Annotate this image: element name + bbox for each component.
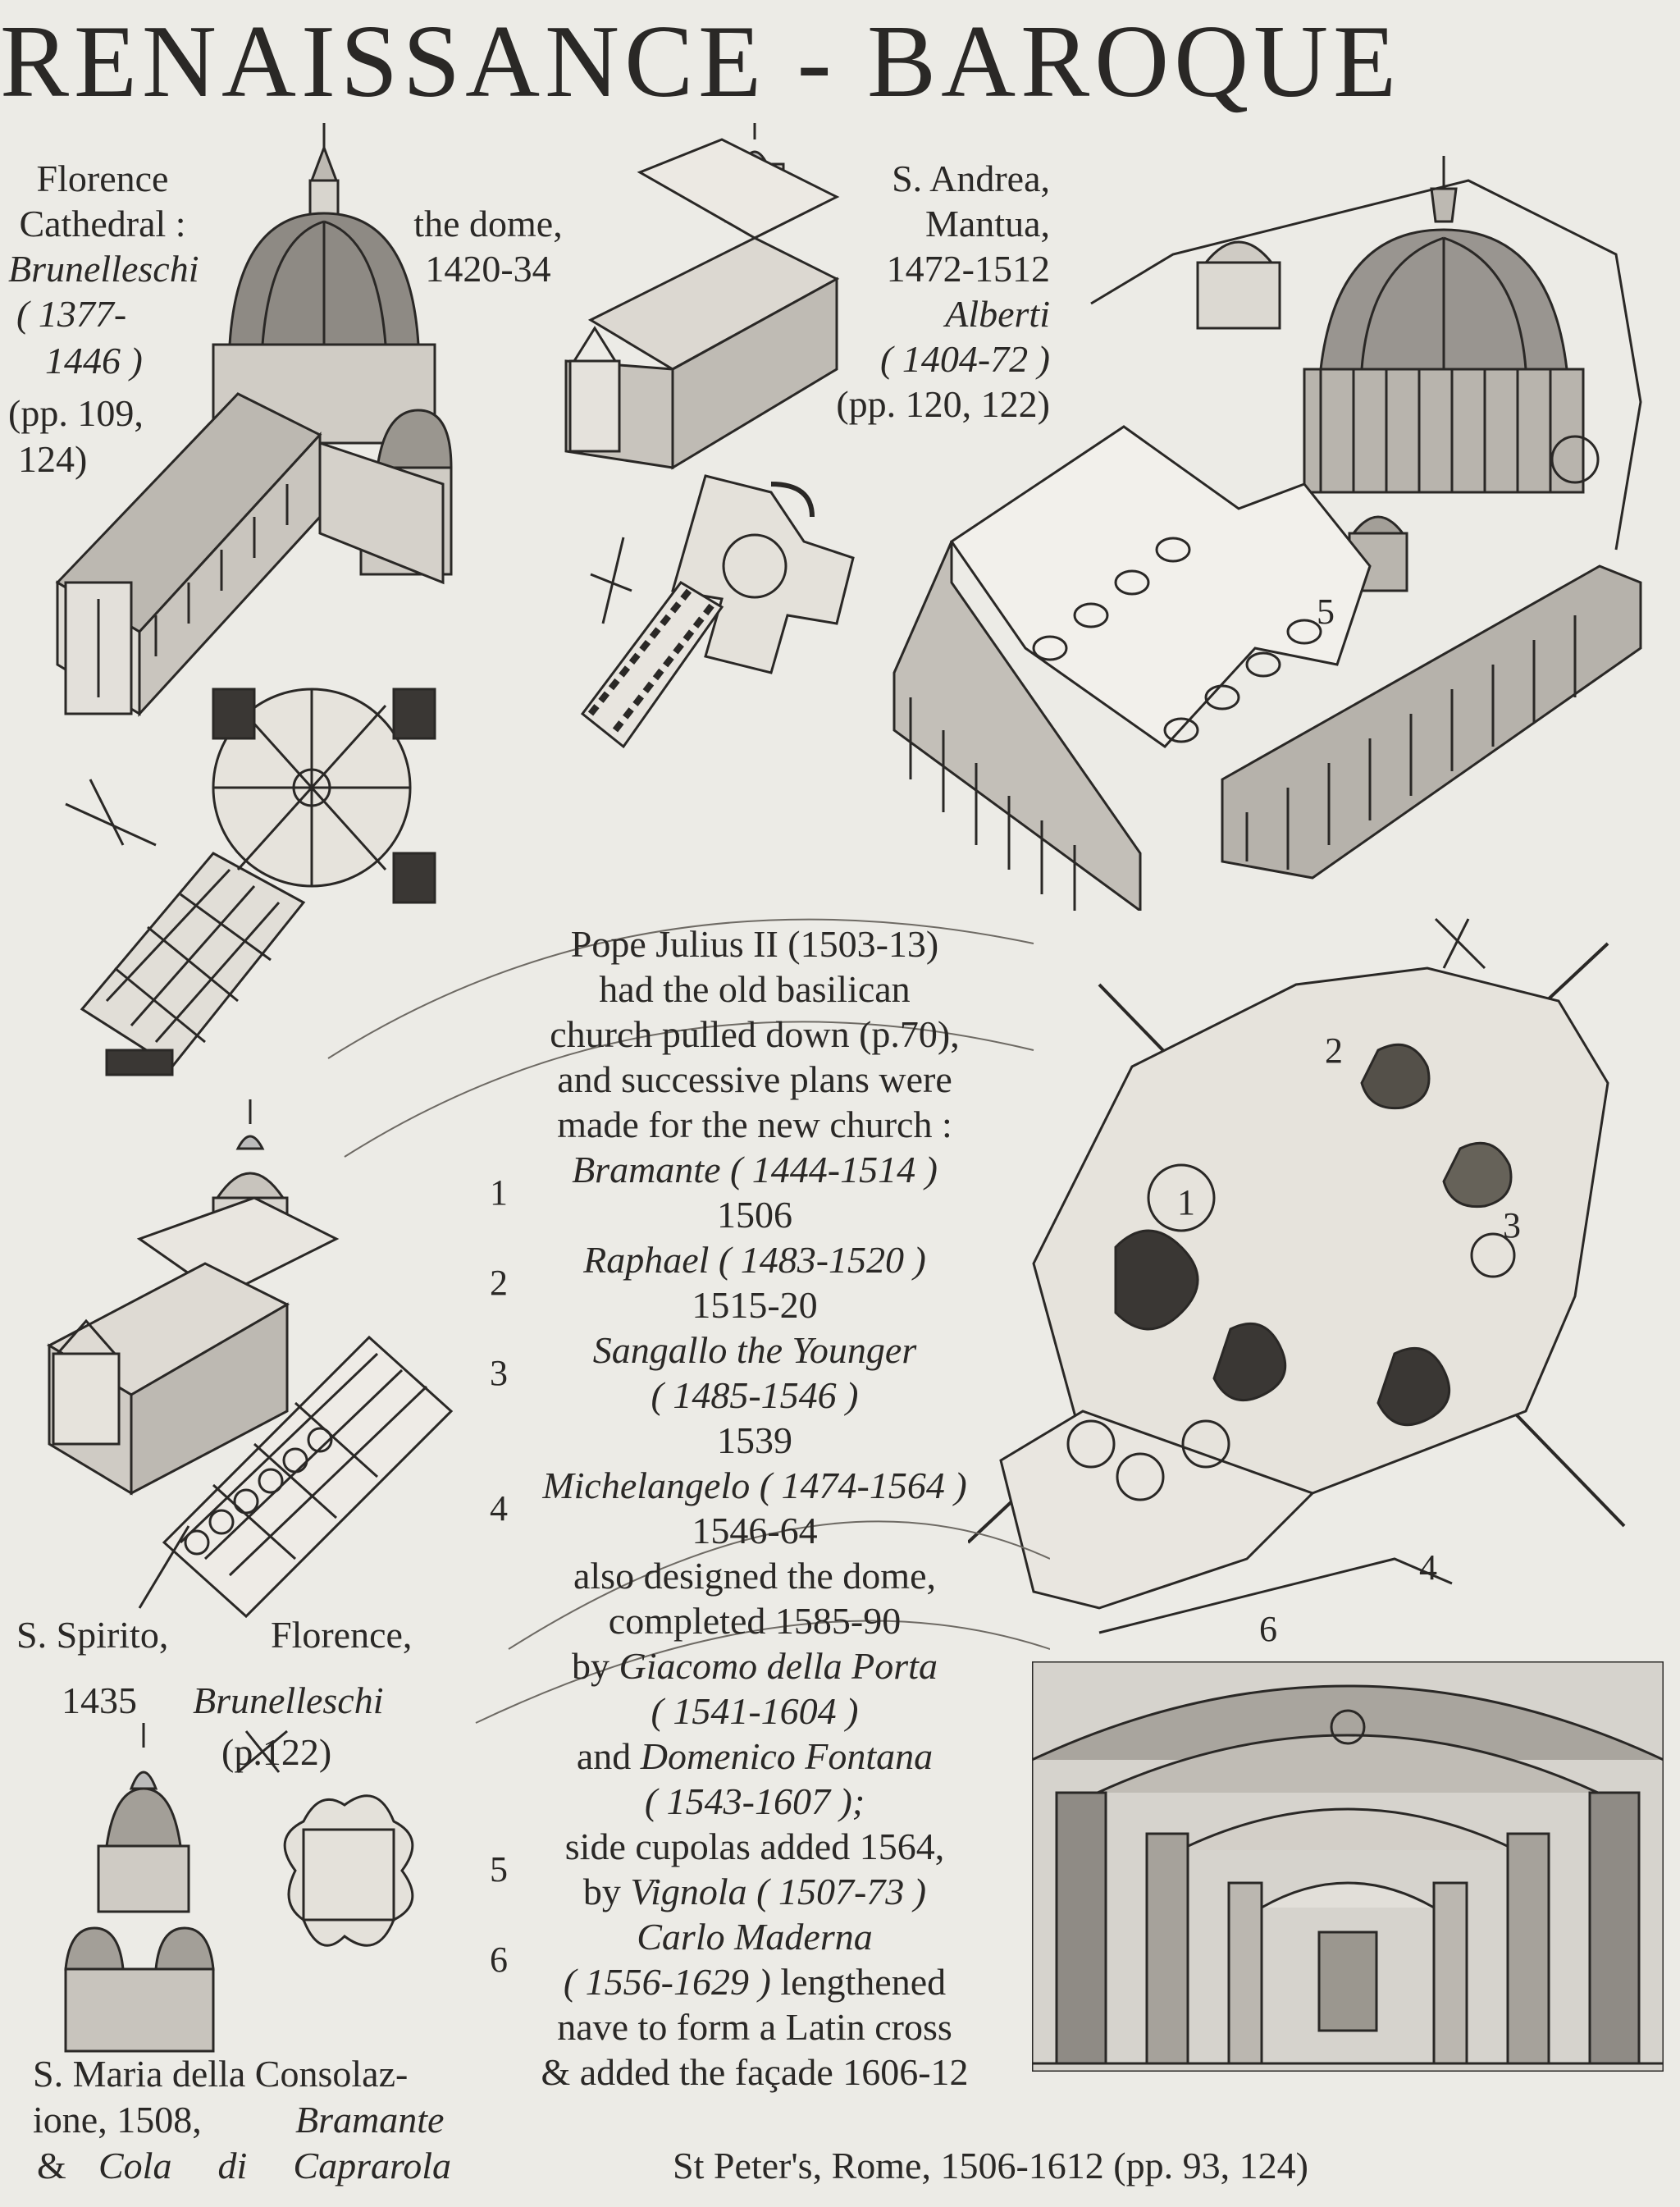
- consolazione-drawing: [64, 1723, 414, 2053]
- st-peters-interior: [1032, 1661, 1664, 2072]
- plan-number-1: 1: [490, 1172, 508, 1213]
- florence-ref-line1: (pp. 109,: [8, 392, 144, 434]
- plan-4-architect: Michelangelo ( 1474-1564 ): [542, 1464, 967, 1506]
- julius-line5: made for the new church :: [557, 1104, 952, 1145]
- s-andrea-architect: Alberti: [945, 293, 1050, 335]
- florence-caption-line2: Cathedral :: [19, 203, 186, 244]
- julius-line3: church pulled down (p.70),: [550, 1013, 960, 1055]
- s-andrea-drawing: [564, 123, 840, 470]
- s-spirito-city: Florence,: [271, 1614, 413, 1656]
- st-peters-plans: [968, 917, 1626, 1634]
- plan-4-year: 1546-64: [692, 1510, 818, 1551]
- julius-line4: and successive plans were: [557, 1058, 952, 1100]
- plan-marker-6: 6: [1259, 1609, 1277, 1649]
- s-spirito-drawing: [46, 1099, 454, 1619]
- dome-note-line2: completed 1585-90: [608, 1600, 902, 1642]
- s-andrea-ref: (pp. 120, 122): [836, 383, 1050, 425]
- dome-dates: 1420-34: [425, 248, 551, 290]
- julius-line2: had the old basilican: [599, 968, 911, 1010]
- florence-dates-start: ( 1377-: [16, 293, 127, 335]
- plan-marker-1: 1: [1177, 1182, 1195, 1222]
- s-andrea-dates: ( 1404-72 ): [880, 338, 1050, 380]
- maderna-line2: lengthened: [780, 1961, 947, 2003]
- della-porta-name: Giacomo della Porta: [619, 1645, 938, 1687]
- plan-marker-2: 2: [1325, 1030, 1343, 1071]
- julius-line1: Pope Julius II (1503-13): [570, 923, 939, 965]
- plan-marker-3: 3: [1503, 1205, 1521, 1245]
- consolazione-architect: Bramante: [295, 2099, 445, 2141]
- s-andrea-plan: [580, 474, 855, 749]
- dome-label: the dome,: [413, 203, 563, 244]
- s-andrea-line2: Mantua,: [924, 203, 1050, 244]
- florence-cathedral-drawing: [55, 123, 453, 717]
- florence-cathedral-plan: [65, 688, 436, 1076]
- s-andrea-line1: S. Andrea,: [892, 158, 1050, 199]
- della-porta-dates: ( 1541-1604 ): [651, 1690, 859, 1732]
- cupolas-line1: side cupolas added 1564,: [564, 1825, 945, 1867]
- plan-number-2: 2: [490, 1263, 508, 1303]
- maderna-line4: & added the façade 1606-12: [541, 2051, 969, 2093]
- s-spirito-architect: Brunelleschi: [193, 1679, 384, 1721]
- dome-note-line1: also designed the dome,: [573, 1555, 936, 1597]
- plan-number-6: 6: [490, 1940, 508, 1980]
- plan-3-architect: Sangallo the Younger: [592, 1329, 917, 1371]
- plan-number-5: 5: [490, 1849, 508, 1889]
- plan-3-year: 1539: [717, 1419, 792, 1461]
- florence-caption-line1: Florence: [36, 158, 169, 199]
- consolazione-architect-2: Cola di Caprarola: [98, 2145, 451, 2186]
- s-spirito-name: S. Spirito,: [16, 1614, 169, 1656]
- st-peters-isometric: [892, 156, 1642, 911]
- plan-1-architect: Bramante ( 1444-1514 ): [572, 1149, 938, 1190]
- cupolas-by: by: [582, 1871, 621, 1912]
- consolazione-ampersand: &: [37, 2145, 66, 2186]
- consolazione-line1: S. Maria della Consolaz-: [33, 2053, 409, 2095]
- fontana-name: Domenico Fontana: [640, 1735, 934, 1777]
- plan-number-4: 4: [490, 1488, 508, 1528]
- florence-architect: Brunelleschi: [8, 248, 199, 290]
- plan-2-architect: Raphael ( 1483-1520 ): [583, 1239, 926, 1281]
- plan-3-dates: ( 1485-1546 ): [651, 1374, 859, 1416]
- plan-1-year: 1506: [717, 1194, 792, 1236]
- fontana-dates: ( 1543-1607 );: [644, 1780, 865, 1822]
- florence-ref-line2: 124): [18, 438, 88, 480]
- florence-dates-end: 1446 ): [45, 340, 143, 382]
- dome-note-by: by: [572, 1645, 610, 1687]
- consolazione-line2: ione, 1508,: [33, 2099, 202, 2141]
- vignola-name: Vignola ( 1507-73 ): [630, 1871, 927, 1912]
- maderna-dates: ( 1556-1629 ): [563, 1961, 771, 2003]
- s-andrea-line3: 1472-1512: [886, 248, 1050, 290]
- plan-marker-4: 4: [1419, 1547, 1437, 1588]
- page-title: RENAISSANCE - BAROQUE: [0, 5, 1402, 119]
- maderna-name: Carlo Maderna: [637, 1916, 873, 1958]
- plan-marker-5: 5: [1317, 592, 1335, 632]
- dome-note-and: and: [576, 1735, 632, 1777]
- maderna-line3: nave to form a Latin cross: [557, 2006, 952, 2048]
- s-spirito-year: 1435: [62, 1679, 137, 1721]
- s-spirito-ref: (p.122): [221, 1731, 332, 1773]
- plan-2-year: 1515-20: [692, 1284, 818, 1326]
- st-peters-caption: St Peter's, Rome, 1506-1612 (pp. 93, 124…: [673, 2145, 1308, 2186]
- plan-axis-arcs: [327, 918, 1050, 1724]
- plan-number-3: 3: [490, 1353, 508, 1393]
